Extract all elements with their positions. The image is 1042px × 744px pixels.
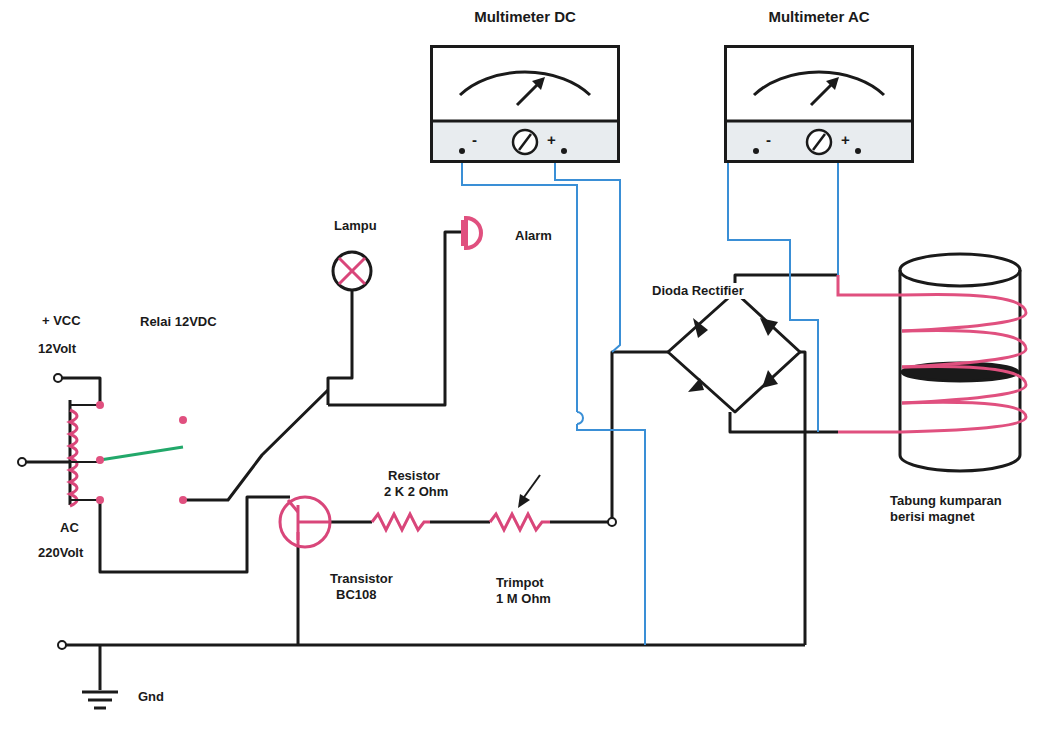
resistor-symbol [372, 514, 430, 530]
diode-symbols [688, 318, 778, 392]
wire [430, 521, 490, 524]
meter-face [430, 45, 620, 163]
part-name: Dioda Rectifier [650, 283, 746, 299]
wire [297, 545, 300, 645]
meter-title: Multimeter DC [430, 8, 620, 25]
ground-label: Gnd [136, 689, 166, 705]
multimeter: Multimeter AC [724, 8, 914, 163]
wire [550, 352, 668, 522]
part-name: Resistor [386, 468, 442, 484]
ground-symbol [82, 692, 118, 708]
polarity-sign: + [839, 131, 852, 149]
supply-label: 220Volt [36, 545, 85, 561]
meter-lead [462, 150, 838, 645]
polarity-sign: + [545, 131, 558, 149]
polarity-sign: - [764, 131, 773, 149]
transistor-symbol [280, 497, 330, 547]
trimpot-symbol [490, 475, 550, 530]
terminal [54, 374, 62, 382]
meter-title: Multimeter AC [724, 8, 914, 25]
bridge-rectifier [668, 292, 800, 412]
meter-face [724, 45, 914, 163]
part-name: Tabung kumparan berisi magnet [888, 493, 1024, 524]
wire [735, 275, 838, 292]
alarm-symbol [463, 218, 481, 248]
part-name: Alarm [513, 228, 554, 244]
terminal [58, 641, 66, 649]
relay-symbol [70, 400, 187, 506]
polarity-sign: - [470, 131, 479, 149]
wire [730, 412, 838, 432]
part-value: 2 K 2 Ohm [382, 484, 450, 500]
part-name: Trimpot [494, 575, 546, 591]
supply-label: AC [58, 520, 81, 536]
wire [26, 461, 70, 464]
wire [99, 645, 102, 690]
part-name: Transistor [328, 571, 395, 587]
wire [330, 521, 372, 524]
part-value: 1 M Ohm [494, 591, 553, 607]
wire [183, 390, 328, 500]
junction [608, 518, 616, 526]
wire [328, 232, 462, 405]
wire [328, 290, 352, 405]
ground-bus [62, 644, 805, 647]
supply-label: + VCC [40, 313, 83, 329]
supply-label: 12Volt [36, 341, 78, 357]
coil-winding [838, 275, 1026, 432]
part-name: Lampu [332, 218, 379, 234]
part-name: Relai 12VDC [138, 314, 219, 330]
terminal [18, 458, 26, 466]
part-type: BC108 [334, 587, 378, 603]
wire [58, 378, 100, 405]
wire [800, 352, 805, 645]
lamp-symbol [333, 252, 371, 290]
multimeter: Multimeter DC [430, 8, 620, 163]
wire [100, 497, 290, 572]
